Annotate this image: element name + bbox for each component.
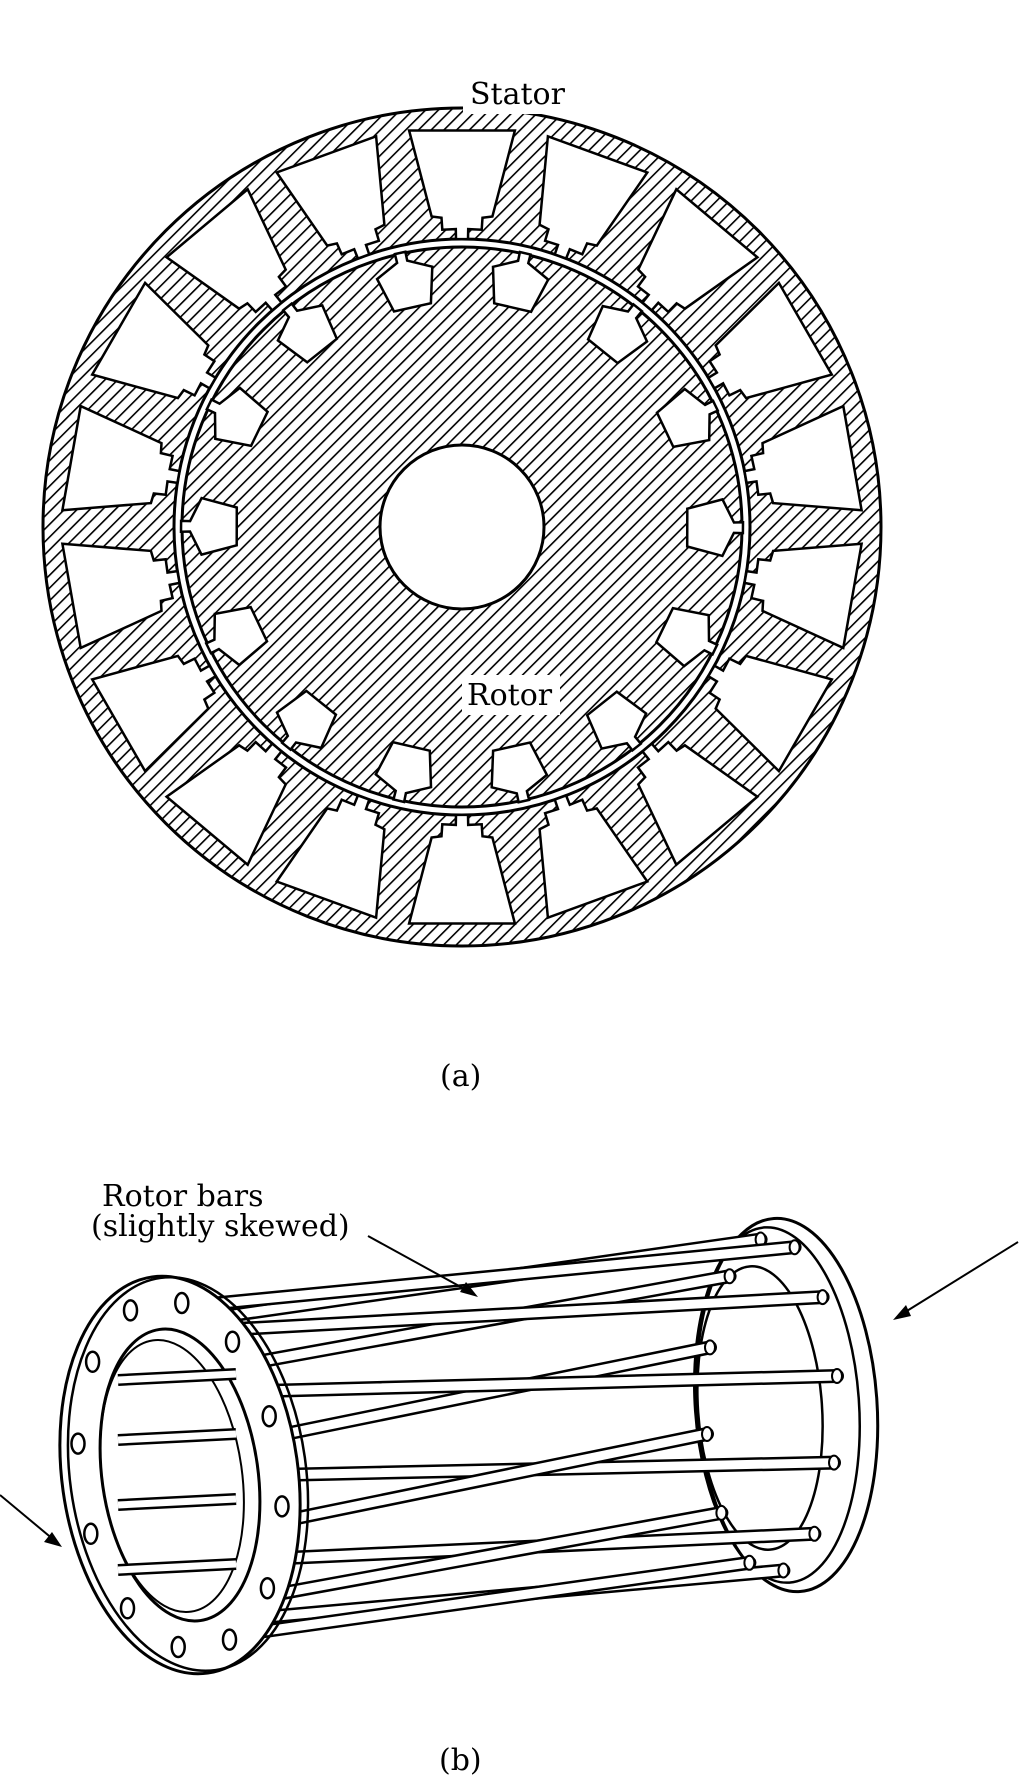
bars-leader-arrowhead <box>460 1282 478 1297</box>
inner-bar-segment <box>117 1428 237 1446</box>
stator-slot <box>636 740 760 867</box>
rotor-bar <box>221 1289 830 1337</box>
stator-slot <box>60 542 181 650</box>
rotor-bars-skew-label: (slightly skewed) <box>91 1209 350 1244</box>
left-ring-leader-arrowhead <box>44 1532 62 1547</box>
rotor-bar <box>256 1368 844 1398</box>
bolt-hole <box>119 1597 136 1620</box>
rotor-slot <box>205 386 270 448</box>
rotor-slot <box>179 496 239 557</box>
rotor-bar-end <box>808 1525 821 1542</box>
far-end-ring-inner <box>696 1265 824 1551</box>
rotor-bar-end <box>715 1504 728 1521</box>
rotor-bar-end <box>816 1289 829 1306</box>
caption-b: (b) <box>439 1743 482 1778</box>
rotor-slot <box>655 387 720 449</box>
stator-slot <box>706 280 834 400</box>
rotor-bar-end <box>743 1554 756 1571</box>
far-end-ring-rim <box>693 1226 861 1584</box>
rotor-slot <box>585 690 648 753</box>
caption-a: (a) <box>440 1059 481 1094</box>
rotor-slot <box>275 689 338 752</box>
rotor-bar-end <box>831 1368 843 1384</box>
rotor-bar-end <box>788 1239 801 1256</box>
inner-bar-segment <box>117 1368 237 1386</box>
stator-slots <box>60 129 864 925</box>
rotor-bar-end <box>828 1454 840 1471</box>
stator-slot <box>743 542 864 650</box>
stator-slot <box>636 187 760 314</box>
shaft-bore <box>378 443 546 611</box>
stator-slot <box>274 134 386 261</box>
bolt-hole <box>221 1628 238 1651</box>
bars-leader-line <box>367 1235 471 1293</box>
stator-slot <box>90 280 218 400</box>
left-ring-leader-line <box>0 1494 55 1541</box>
inner-bar-segments <box>117 1368 237 1576</box>
inner-bar-segment <box>117 1558 237 1576</box>
bolt-holes <box>70 1291 290 1659</box>
bolt-hole <box>259 1576 276 1600</box>
stator-slot <box>743 404 864 512</box>
rotor-bars-label: Rotor bars <box>102 1179 263 1214</box>
stator-slot <box>538 793 650 920</box>
inner-bar-segment <box>117 1493 237 1511</box>
stator-slot <box>706 654 834 774</box>
rotor-slot <box>204 605 269 667</box>
stator-slot <box>164 187 288 314</box>
stator-label-bg <box>463 74 573 114</box>
bolt-hole <box>224 1330 241 1353</box>
stator-rotor-cross-section: Stator Rotor (a) <box>41 74 883 1094</box>
rotor-slot <box>490 741 549 804</box>
rotor-bar-end <box>701 1426 713 1442</box>
rotor-slot <box>491 250 550 314</box>
bolt-hole <box>261 1404 277 1428</box>
rotor-bar-end <box>704 1339 716 1356</box>
bolt-hole <box>70 1432 86 1455</box>
stator-slot <box>274 793 386 920</box>
bolt-hole <box>170 1635 186 1659</box>
bolt-hole <box>174 1291 190 1315</box>
bolt-hole <box>122 1299 139 1322</box>
rotor-slot <box>374 740 433 804</box>
rotor-bar-end <box>723 1268 736 1285</box>
bolt-hole <box>84 1350 101 1374</box>
stator-slot <box>407 813 517 925</box>
bolt-hole <box>83 1522 99 1546</box>
rotor-bar-end <box>777 1562 790 1579</box>
rotor-bar <box>173 1239 802 1314</box>
near-end-ring-edge <box>66 1275 310 1673</box>
rotor-slot <box>654 606 719 668</box>
stator-slot <box>60 404 181 512</box>
squirrel-cage-rotor: Rotor bars (slightly skewed) (b) <box>0 1179 1019 1778</box>
rotor-label-bg <box>462 675 560 715</box>
stator-slot <box>538 134 650 261</box>
rotor-slot <box>586 302 649 365</box>
stator-slot <box>407 129 517 241</box>
stator-label: Stator <box>470 77 566 112</box>
stator-slot <box>164 740 288 867</box>
rotor-slot <box>685 497 745 558</box>
rotor-slot <box>375 250 434 313</box>
right-ring-leader-arrowhead <box>893 1305 911 1320</box>
rotor-label: Rotor <box>467 678 553 713</box>
rotor-slots <box>179 250 745 804</box>
right-ring-leader-line <box>901 1241 1019 1315</box>
rotor-slot <box>276 301 339 364</box>
bolt-hole <box>274 1495 290 1518</box>
stator-slot <box>90 654 218 774</box>
near-end-ring-inner-edge <box>99 1338 245 1614</box>
